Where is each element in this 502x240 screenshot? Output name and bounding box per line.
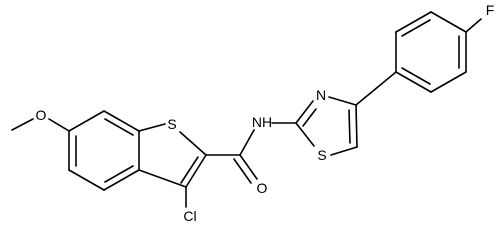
bond-carbonyl-o-2 bbox=[233, 158, 252, 184]
bond-thz-c2-n3-inner bbox=[302, 108, 317, 127]
atom-label-s-thiophene: S bbox=[167, 116, 176, 132]
bond-thz-s1-c2 bbox=[295, 122, 315, 147]
bond-benzo-6 bbox=[68, 110, 105, 132]
bond-benzo-2 bbox=[68, 169, 105, 191]
bond-thz-n3-c4 bbox=[328, 96, 357, 106]
bond-ph-f bbox=[465, 18, 482, 33]
bond-o-c6 bbox=[48, 118, 70, 132]
atom-label-n-thiazole: N bbox=[316, 87, 326, 103]
bond-benzo-3 bbox=[103, 169, 140, 191]
bond-ph-3 bbox=[430, 11, 467, 33]
bond-thz-c2-n3 bbox=[295, 100, 314, 124]
atom-label-s-thiazole: S bbox=[317, 147, 326, 163]
atom-label-f: F bbox=[486, 2, 495, 18]
atom-labels: O S Cl O NH N S F bbox=[36, 2, 495, 224]
bond-thz-c4-c5-inner bbox=[348, 109, 351, 144]
bond-ph-6-inner bbox=[401, 67, 431, 85]
bond-c7a-s bbox=[138, 123, 166, 132]
bond-lines bbox=[11, 11, 482, 208]
bond-thz-c4-c5 bbox=[355, 104, 358, 148]
bond-benzo-5 bbox=[103, 110, 140, 132]
bond-ph-5 bbox=[430, 71, 467, 93]
bond-c3-c3a bbox=[138, 169, 187, 188]
bond-s-c2 bbox=[179, 131, 207, 156]
bond-carbonyl-n bbox=[239, 129, 255, 156]
atom-label-cl: Cl bbox=[183, 208, 196, 224]
bond-ph-2 bbox=[395, 11, 432, 33]
bond-c2-c3 bbox=[185, 154, 207, 188]
bond-ph-2-inner bbox=[401, 19, 431, 37]
bond-carbonyl-o-1 bbox=[239, 154, 258, 180]
bond-methyl-o bbox=[11, 118, 34, 131]
atom-label-nh: NH bbox=[252, 114, 272, 130]
bond-ph-6 bbox=[395, 71, 432, 93]
bond-benzo-5-inner bbox=[104, 118, 134, 136]
bond-c2-c3-inner bbox=[180, 156, 199, 184]
bond-thz-c5-s1 bbox=[330, 146, 358, 156]
bond-benzo-3-inner bbox=[104, 165, 134, 183]
atom-label-o-methoxy: O bbox=[36, 107, 47, 123]
atom-label-o-carbonyl: O bbox=[257, 180, 268, 196]
bond-thz-phenyl bbox=[355, 71, 397, 106]
